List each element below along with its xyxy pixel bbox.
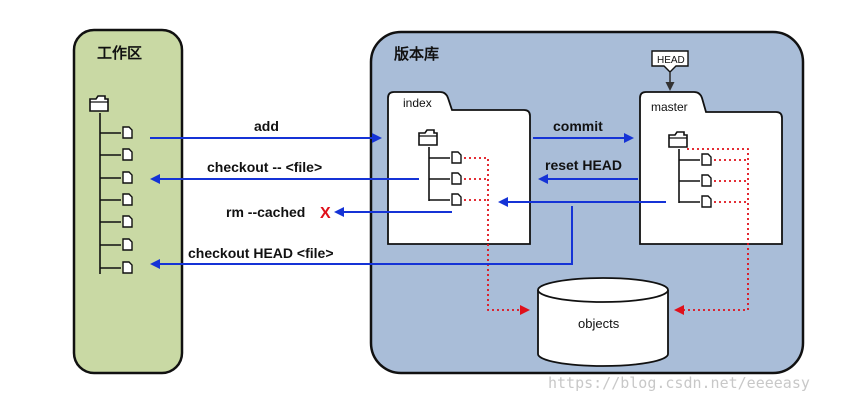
workspace-panel: 工作区 — [72, 28, 184, 375]
objects-label: objects — [578, 316, 620, 331]
checkout-file-label: checkout -- <file> — [207, 159, 322, 175]
object-links — [464, 148, 749, 315]
file-icon — [122, 193, 133, 206]
rm-cached-label: rm --cached — [226, 204, 305, 220]
folder-icon — [418, 129, 438, 146]
index-tab-label: index — [403, 96, 432, 110]
head-pointer: HEAD — [651, 50, 689, 91]
folder-icon — [668, 131, 688, 148]
file-icon — [451, 151, 462, 164]
file-icon — [122, 215, 133, 228]
file-icon — [701, 195, 712, 208]
command-arrows — [150, 133, 666, 269]
checkout-head-arrow — [150, 206, 573, 269]
workspace-tree — [89, 95, 133, 274]
folder-icon — [89, 95, 109, 112]
file-icon — [122, 148, 133, 161]
watermark: https://blog.csdn.net/eeeeasy — [548, 374, 810, 392]
objects-store: objects — [537, 277, 669, 367]
file-icon — [701, 153, 712, 166]
checkout-head-label: checkout HEAD <file> — [188, 245, 334, 261]
file-icon — [451, 193, 462, 206]
file-icon — [122, 261, 133, 274]
file-icon — [701, 174, 712, 187]
head-label: HEAD — [657, 55, 685, 66]
commit-label: commit — [553, 118, 603, 134]
workspace-title: 工作区 — [97, 44, 142, 62]
repository-title: 版本库 — [394, 45, 439, 63]
master-tab-label: master — [651, 100, 688, 114]
file-icon — [122, 238, 133, 251]
reset-head-label: reset HEAD — [545, 157, 622, 173]
master-folder: master — [639, 91, 783, 245]
file-icon — [122, 171, 133, 184]
file-icon — [451, 172, 462, 185]
rm-cross-mark: X — [320, 205, 331, 222]
index-folder: index — [387, 91, 531, 245]
add-label: add — [254, 118, 279, 134]
file-icon — [122, 126, 133, 139]
